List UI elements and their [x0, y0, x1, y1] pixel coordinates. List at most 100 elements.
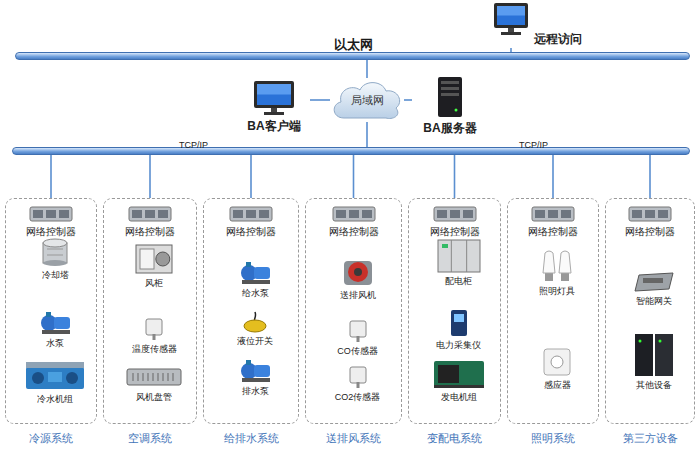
panel-node: 送排风系统网络控制器送排风机CO传感器CO2传感器	[305, 198, 402, 424]
pc-label: BA客户端	[247, 118, 300, 135]
dev-label: 配电柜	[445, 275, 472, 288]
ctrl-icon	[128, 205, 172, 223]
ctrl-icon	[229, 205, 273, 223]
system-name: 送排风系统	[306, 431, 401, 446]
bus-node: 以太网	[15, 52, 690, 60]
remote-label: 远程访问	[534, 31, 582, 48]
ahu-icon	[134, 243, 174, 275]
remote-node: 远程访问	[488, 2, 588, 48]
chiller-icon	[24, 359, 86, 391]
dev-label: 感应器	[544, 379, 571, 392]
ctrl-label: 网络控制器	[625, 225, 675, 239]
dev-label: 照明灯具	[539, 285, 575, 298]
ctrl-label: 网络控制器	[226, 225, 276, 239]
fan-icon	[340, 257, 376, 287]
panel-node: 照明系统网络控制器照明灯具感应器	[507, 198, 599, 424]
dev-node: 冷却塔	[21, 237, 89, 282]
dev-node: 配电柜	[424, 239, 493, 288]
system-name: 变配电系统	[409, 431, 500, 446]
bus-label: TCP/IP	[179, 140, 208, 150]
ctrl-label: 网络控制器	[329, 225, 379, 239]
dev-node: 冷水机组	[21, 359, 89, 406]
gateway-icon	[633, 269, 675, 293]
ctrl-icon	[531, 205, 575, 223]
ctrl-icon	[433, 205, 477, 223]
ctrl-label: 网络控制器	[430, 225, 480, 239]
connector	[404, 99, 412, 101]
bus-node: TCP/IPTCP/IP	[12, 147, 690, 155]
dev-label: 风机盘管	[136, 391, 172, 404]
connector	[310, 99, 330, 101]
dev-label: 冷却塔	[42, 269, 69, 282]
ctrl-node: 网络控制器	[120, 205, 180, 239]
dev-node: 风机盘管	[119, 363, 189, 404]
dev-node: 排水泵	[219, 359, 291, 398]
mon-icon	[252, 80, 296, 116]
dev-node: 温度传感器	[119, 317, 189, 356]
gen-icon	[432, 355, 486, 389]
dev-label: 冷水机组	[37, 393, 73, 406]
meter-icon	[449, 309, 469, 337]
dev-label: 智能网关	[636, 295, 672, 308]
cloud-label: 局域网	[351, 93, 384, 108]
system-name: 照明系统	[508, 431, 598, 446]
panel-node: 给排水系统网络控制器给水泵液位开关排水泵	[203, 198, 299, 424]
ctrl-node: 网络控制器	[425, 205, 485, 239]
dev-label: 水泵	[46, 337, 64, 350]
switch-icon	[241, 311, 269, 333]
pc-label: BA服务器	[423, 120, 476, 137]
dev-node: 水泵	[21, 311, 89, 350]
dev-node: 其他设备	[621, 333, 687, 392]
ctrl-icon	[332, 205, 376, 223]
ctrl-node: 网络控制器	[21, 205, 81, 239]
dev-label: 液位开关	[237, 335, 273, 348]
dev-label: 发电机组	[441, 391, 477, 404]
system-name: 空调系统	[104, 431, 196, 446]
panel-node: 变配电系统网络控制器配电柜电力采集仪发电机组	[408, 198, 501, 424]
dev-node: 液位开关	[219, 311, 291, 348]
ctrl-node: 网络控制器	[620, 205, 680, 239]
panel-node: 冷源系统网络控制器冷却塔水泵冷水机组	[5, 198, 97, 424]
dev-label: 风柜	[145, 277, 163, 290]
rack-icon	[632, 333, 676, 377]
ctrl-node: 网络控制器	[324, 205, 384, 239]
dev-label: 电力采集仪	[436, 339, 481, 352]
dev-node: 送排风机	[321, 257, 394, 302]
dev-label: 其他设备	[636, 379, 672, 392]
sensor-icon	[143, 317, 165, 341]
dev-node: CO传感器	[321, 319, 394, 358]
mon-icon	[492, 2, 530, 36]
ctrl-label: 网络控制器	[125, 225, 175, 239]
ctrl-node: 网络控制器	[523, 205, 583, 239]
bulbs-icon	[537, 249, 577, 283]
dev-label: 给水泵	[242, 287, 269, 300]
pc-node: BA服务器	[412, 76, 488, 137]
dev-label: 温度传感器	[132, 343, 177, 356]
dev-node: 风柜	[119, 243, 189, 290]
cabinet-icon	[436, 239, 482, 273]
dev-label: CO2传感器	[335, 391, 381, 404]
dev-node: 电力采集仪	[424, 309, 493, 352]
pump-icon	[38, 311, 72, 335]
cloud-node: 局域网	[330, 78, 404, 122]
bus-label: TCP/IP	[519, 140, 548, 150]
system-name: 给排水系统	[204, 431, 298, 446]
panel-node: 第三方设备网络控制器智能网关其他设备	[605, 198, 695, 424]
panel-node: 空调系统网络控制器风柜温度传感器风机盘管	[103, 198, 197, 424]
dev-label: CO传感器	[337, 345, 378, 358]
system-name: 第三方设备	[606, 431, 694, 446]
ctrl-label: 网络控制器	[26, 225, 76, 239]
srv-icon	[434, 76, 466, 118]
dev-node: CO2传感器	[321, 365, 394, 404]
ctrl-icon	[29, 205, 73, 223]
ctrl-node: 网络控制器	[221, 205, 281, 239]
pump-icon	[238, 261, 272, 285]
system-name: 冷源系统	[6, 431, 96, 446]
connector	[366, 122, 368, 147]
dev-node: 智能网关	[621, 269, 687, 308]
sensor-icon	[347, 365, 369, 389]
sensor-icon	[347, 319, 369, 343]
dev-label: 送排风机	[340, 289, 376, 302]
detector-icon	[542, 347, 572, 377]
